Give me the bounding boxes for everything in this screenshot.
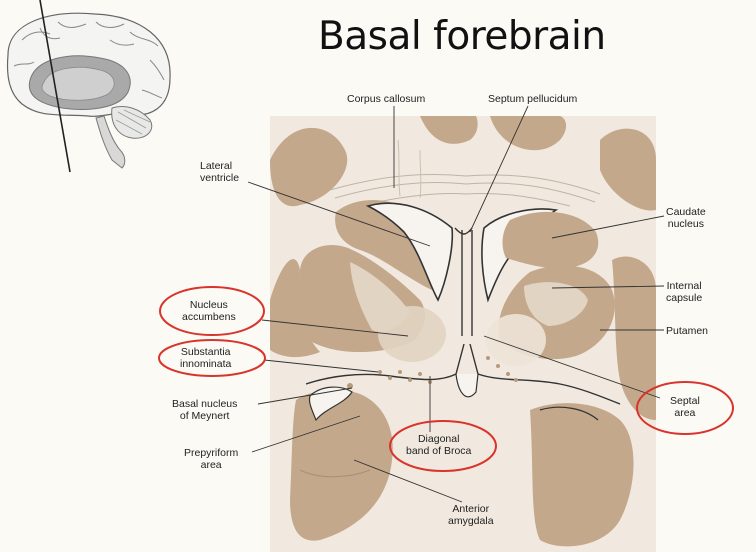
label-nucleus-accumbens-line2: accumbens <box>182 311 236 323</box>
label-diagonal-band-line1: Diagonal <box>406 433 471 445</box>
label-nucleus-accumbens: Nucleus accumbens <box>182 299 236 323</box>
label-anterior-amygdala: Anterior amygdala <box>448 503 494 527</box>
label-caudate-line1: Caudate <box>666 206 706 218</box>
label-internal-capsule-line2: capsule <box>666 292 702 304</box>
label-caudate-nucleus: Caudate nucleus <box>666 206 706 230</box>
label-prepyriform-line1: Prepyriform <box>184 447 238 459</box>
label-basal-nucleus-line2: of Meynert <box>172 410 237 422</box>
label-internal-capsule-line1: Internal <box>666 280 702 292</box>
label-diagonal-band: Diagonal band of Broca <box>406 433 471 457</box>
label-internal-capsule: Internal capsule <box>666 280 702 304</box>
label-diagonal-band-line2: band of Broca <box>406 445 471 457</box>
label-corpus-callosum: Corpus callosum <box>347 93 425 105</box>
label-septal-area-line2: area <box>670 407 700 419</box>
label-nucleus-accumbens-line1: Nucleus <box>182 299 236 311</box>
label-basal-nucleus: Basal nucleus of Meynert <box>172 398 237 422</box>
label-septal-area-line1: Septal <box>670 395 700 407</box>
label-substantia-innominata: Substantia innominata <box>180 346 231 370</box>
label-prepyriform-area: Prepyriform area <box>184 447 238 471</box>
label-lateral-ventricle: Lateral ventricle <box>200 160 239 184</box>
label-lateral-ventricle-line2: ventricle <box>200 172 239 184</box>
label-septum-pellucidum: Septum pellucidum <box>488 93 577 105</box>
label-basal-nucleus-line1: Basal nucleus <box>172 398 237 410</box>
label-substantia-innominata-line2: innominata <box>180 358 231 370</box>
label-caudate-line2: nucleus <box>666 218 706 230</box>
label-amygdala-line1: Anterior <box>448 503 494 515</box>
label-septal-area: Septal area <box>670 395 700 419</box>
label-amygdala-line2: amygdala <box>448 515 494 527</box>
label-substantia-innominata-line1: Substantia <box>180 346 231 358</box>
label-lateral-ventricle-line1: Lateral <box>200 160 239 172</box>
label-prepyriform-line2: area <box>184 459 238 471</box>
label-putamen: Putamen <box>666 325 708 337</box>
